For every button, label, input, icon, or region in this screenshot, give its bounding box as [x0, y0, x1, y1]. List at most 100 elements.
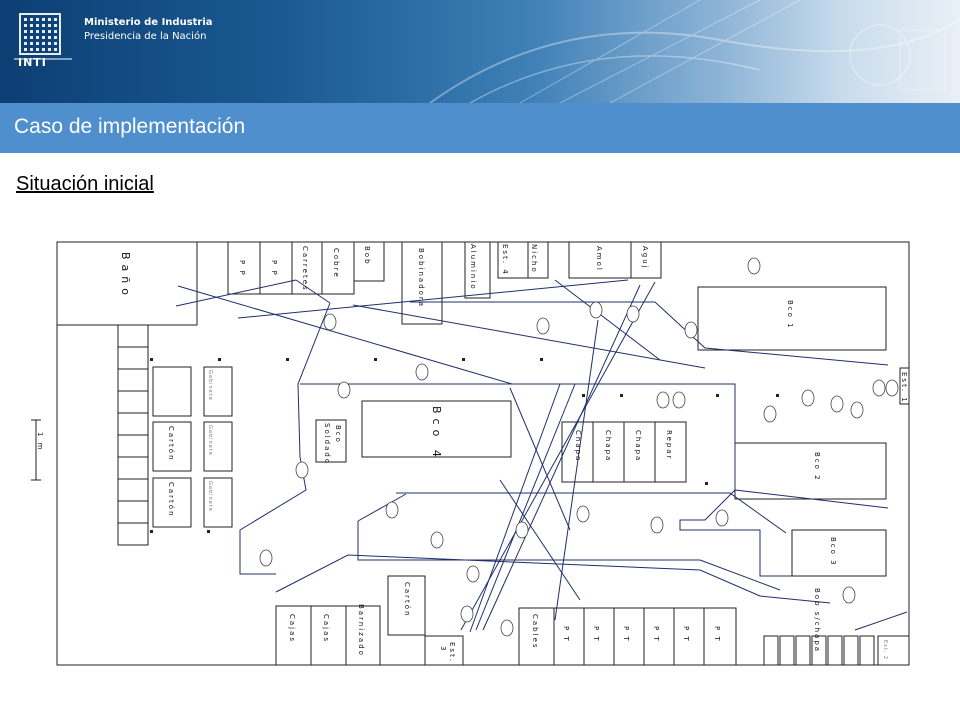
subtitle: Situación inicial [16, 173, 154, 195]
label-carton-2: Cartón [167, 482, 175, 518]
label-chapa-3: Chapa [634, 430, 642, 462]
logo-dot [54, 42, 57, 45]
label-repar: Repar [665, 430, 673, 460]
logo-text: INTI [18, 56, 47, 69]
logo-dot [36, 30, 39, 33]
label-cajas-2: Cajas [322, 614, 330, 643]
label-pp-1: P P [238, 260, 246, 277]
logo-dot [48, 30, 51, 33]
logo-dot [42, 24, 45, 27]
pt-box-6 [703, 607, 737, 666]
logo-dot [48, 24, 51, 27]
gabinete-box-1 [203, 366, 233, 417]
label-bco3: Bco 3 [829, 537, 837, 567]
label-pt-1: P T [562, 626, 570, 643]
logo-dot [54, 36, 57, 39]
label-cajas-1: Cajas [288, 614, 296, 643]
label-pp-2: P P [270, 260, 278, 277]
empty-box [152, 366, 192, 417]
org-name-line2: Presidencia de la Nación [84, 31, 207, 42]
logo-dot [36, 24, 39, 27]
logo-dot [30, 36, 33, 39]
label-bco-soldado-2: Soldado [323, 423, 331, 465]
label-cobre: Cobre [332, 248, 340, 279]
label-pt-3: P T [622, 626, 630, 643]
carton-box-3 [387, 575, 426, 636]
label-est1: Est. 1 [900, 372, 908, 404]
barnizado-box [345, 605, 381, 666]
label-amol: Amol [595, 246, 603, 272]
logo-dot [36, 42, 39, 45]
bco2-box [734, 442, 887, 500]
logo-dot [54, 30, 57, 33]
nicho-box [527, 241, 549, 279]
bco1-box [697, 286, 887, 351]
logo-dot [24, 36, 27, 39]
logo-dot [48, 36, 51, 39]
label-cables: Cables [531, 614, 539, 650]
bco3-box [791, 529, 887, 577]
logo-dot [24, 30, 27, 33]
label-bco1: Bco 1 [786, 300, 794, 330]
banner-background-graphic [429, 0, 960, 103]
logo-dot [36, 18, 39, 21]
logo-dot [24, 24, 27, 27]
carton-box-1 [152, 421, 192, 472]
logo-dot [30, 18, 33, 21]
est3-box [424, 635, 464, 666]
org-name-line1: Ministerio de Industria [84, 17, 213, 28]
label-est2: Est. 2 [882, 640, 888, 660]
bob-chapa-boxes [763, 635, 875, 666]
plan-boundary [56, 241, 910, 666]
label-scale: 1 m [36, 432, 44, 452]
scale-bar [31, 419, 41, 481]
carton-box-2 [152, 477, 192, 528]
label-chapa-1: Chapa [574, 430, 582, 462]
repar-box [654, 421, 687, 483]
logo-dot [36, 36, 39, 39]
label-gabinete-2: Gabinete [207, 425, 213, 456]
label-bco-soldado-1: Bco [334, 425, 342, 444]
logo-dot [42, 42, 45, 45]
label-pt-4: P T [652, 626, 660, 643]
label-bco2: Bco 2 [813, 452, 821, 482]
inti-logo-icon [14, 13, 72, 60]
logo-dot [48, 18, 51, 21]
label-barnizado: Barnizado [357, 604, 365, 657]
label-pt-2: P T [592, 626, 600, 643]
logo-dot [42, 18, 45, 21]
bco-soldado-box [315, 419, 347, 463]
oval-markers [259, 257, 899, 637]
gabinete-box-2 [203, 421, 233, 472]
label-aluminio: Aluminio [469, 244, 477, 291]
logo-dot [54, 18, 57, 21]
section-title: Caso de implementación [14, 115, 246, 138]
bob-box [353, 241, 385, 282]
label-bco4: Bco 4 [430, 406, 443, 462]
label-nicho: Nicho [530, 244, 538, 274]
logo-dot [24, 48, 27, 51]
logo-dot [36, 48, 39, 51]
logo-dot [48, 42, 51, 45]
logo-dot [30, 30, 33, 33]
label-carretes: Carretes [301, 246, 309, 292]
label-bobinadora: Bobinadora [417, 248, 425, 308]
label-carton-3: Cartón [403, 582, 411, 618]
header-banner: INTI Ministerio de Industria Presidencia… [0, 0, 960, 103]
logo-dot [48, 48, 51, 51]
logo-dot [30, 42, 33, 45]
label-chapa-2: Chapa [604, 430, 612, 462]
label-gabinete-1: Gabinete [207, 370, 213, 401]
title-bar [0, 103, 960, 153]
logo-dot [54, 24, 57, 27]
bobinadora-box [401, 241, 443, 325]
route-lines [175, 279, 908, 633]
column-markers [150, 358, 779, 533]
est2-box [877, 635, 910, 666]
logo-dot [42, 48, 45, 51]
label-bob: Bob [363, 246, 371, 266]
logo-dot [42, 36, 45, 39]
label-bob-chapa: Bob s/chapa [813, 588, 821, 653]
label-aguj: Aguj [641, 246, 649, 270]
